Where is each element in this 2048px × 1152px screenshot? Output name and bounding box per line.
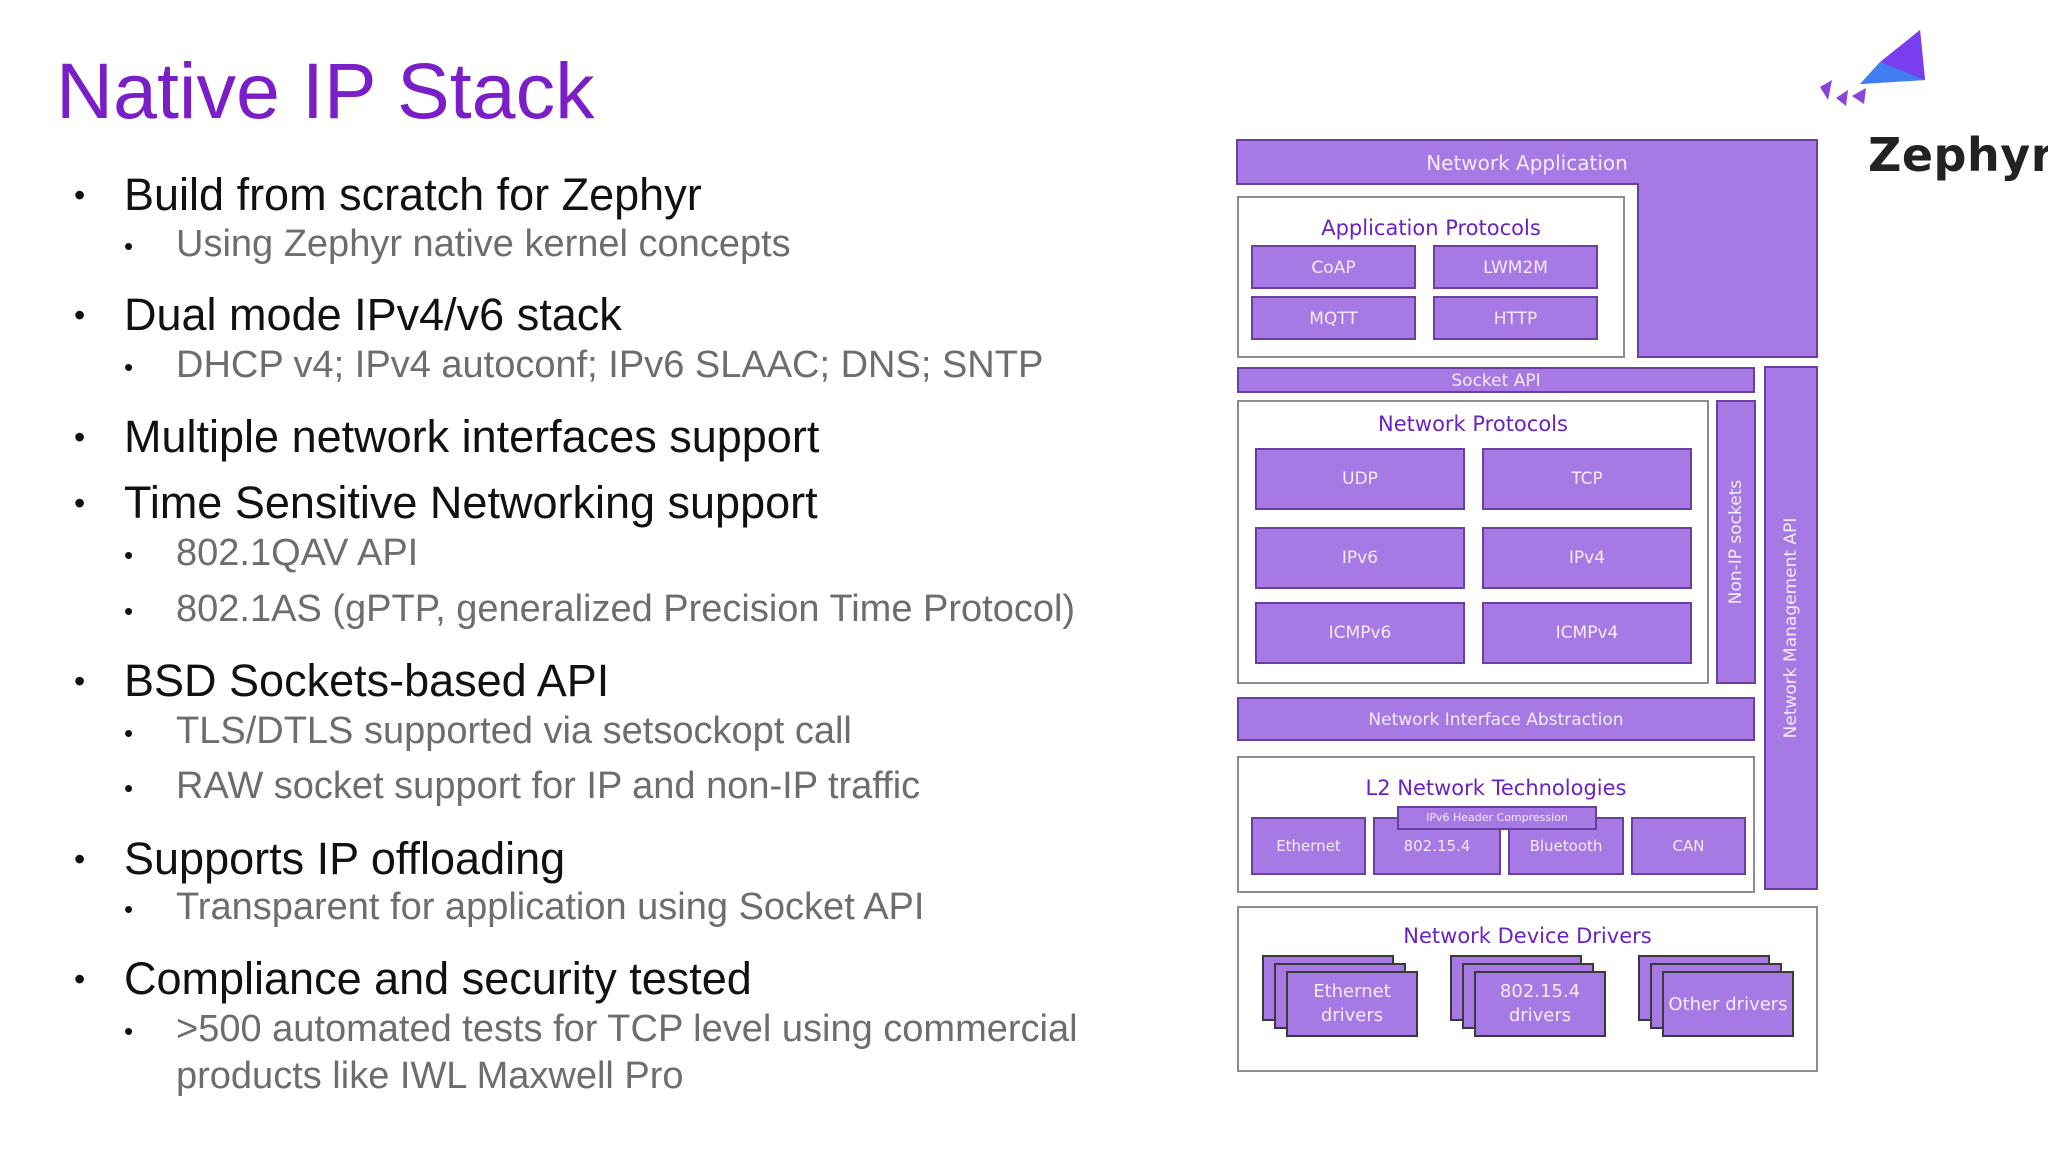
tcp-box: TCP [1482, 448, 1692, 510]
other-drivers-card: Other drivers [1662, 971, 1794, 1037]
sub-bullet-item: •802.1AS (gPTP, generalized Precision Ti… [124, 588, 1076, 630]
mqtt-box: MQTT [1251, 296, 1416, 340]
network-application-extension [1637, 183, 1818, 358]
zephyr-kite-icon [1820, 30, 1925, 106]
bullet-item: •Supports IP offloading [74, 833, 566, 884]
non-ip-sockets-bar: Non-IP sockets [1716, 400, 1756, 684]
sub-bullet-item: •DHCP v4; IPv4 autoconf; IPv6 SLAAC; DNS… [124, 344, 1044, 386]
bullet-item: •Compliance and security tested [74, 953, 752, 1004]
bullet-item: •Build from scratch for Zephyr [74, 169, 702, 220]
bullet-item: •Dual mode IPv4/v6 stack [74, 289, 622, 340]
bullet-item: •BSD Sockets-based API [74, 655, 610, 706]
udp-box: UDP [1255, 448, 1465, 510]
coap-box: CoAP [1251, 245, 1416, 289]
ieee802154-drivers-card: 802.15.4 drivers [1474, 971, 1606, 1037]
sub-bullet-item: •>500 automated tests for TCP level usin… [124, 1008, 1078, 1050]
bullet-item: •Multiple network interfaces support [74, 411, 820, 462]
bullet-item: •Time Sensitive Networking support [74, 477, 818, 528]
sub-bullet-continuation: products like IWL Maxwell Pro [176, 1055, 684, 1097]
sub-bullet-item: •RAW socket support for IP and non-IP tr… [124, 765, 921, 807]
ethernet-drivers-card: Ethernet drivers [1286, 971, 1418, 1037]
network-application-box: Network Application [1236, 139, 1818, 185]
lwm2m-box: LWM2M [1433, 245, 1598, 289]
network-management-api-bar: Network Management API [1764, 366, 1818, 890]
zephyr-logo: Zephyr® [1760, 22, 2048, 182]
can-box: CAN [1631, 817, 1746, 875]
logo-wordmark: Zephyr® [1868, 128, 2048, 182]
network-interface-abstraction-bar: Network Interface Abstraction [1237, 697, 1755, 741]
slide-title: Native IP Stack [56, 46, 595, 135]
icmpv4-box: ICMPv4 [1482, 602, 1692, 664]
sub-bullet-item: •TLS/DTLS supported via setsockopt call [124, 710, 852, 752]
sub-bullet-item: •802.1QAV API [124, 532, 419, 574]
ipv4-box: IPv4 [1482, 527, 1692, 589]
ipv6-box: IPv6 [1255, 527, 1465, 589]
bullet-list: •Build from scratch for Zephyr •Using Ze… [74, 169, 1078, 1097]
socket-api-bar: Socket API [1237, 367, 1755, 393]
sub-bullet-item: • Transparent for application using Sock… [124, 886, 925, 928]
icmpv6-box: ICMPv6 [1255, 602, 1465, 664]
ipv6-header-compression-box: IPv6 Header Compression [1397, 806, 1597, 830]
ethernet-box: Ethernet [1251, 817, 1366, 875]
sub-bullet-item: •Using Zephyr native kernel concepts [124, 223, 791, 265]
http-box: HTTP [1433, 296, 1598, 340]
